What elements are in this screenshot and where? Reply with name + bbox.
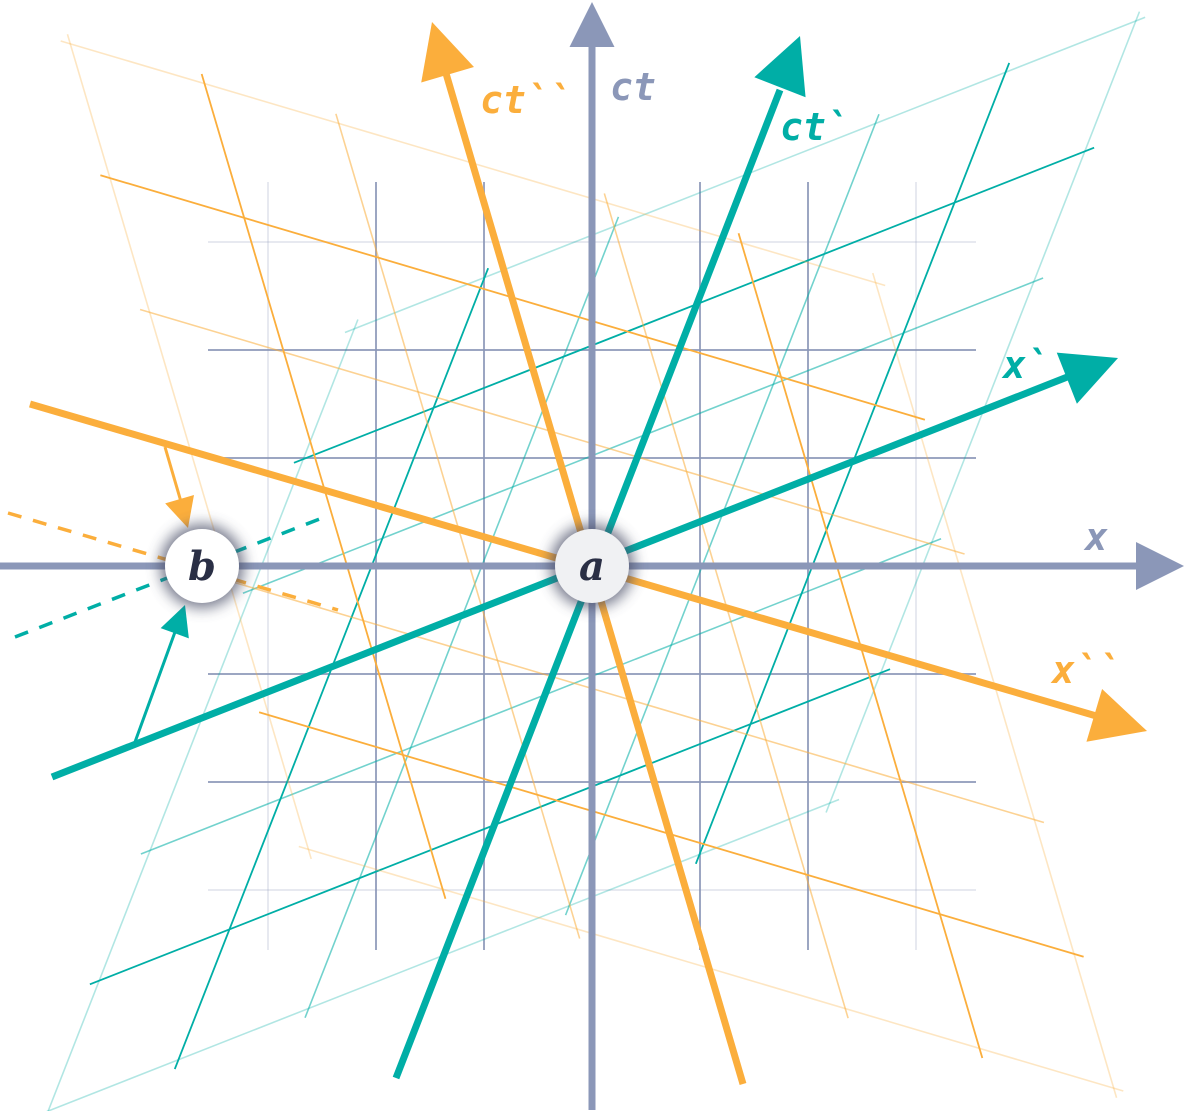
teal-projection-arrowhead-icon <box>160 605 189 639</box>
teal-projection-arrow <box>133 631 177 743</box>
event-b-circle <box>165 529 239 603</box>
event-b-label: b <box>188 543 216 590</box>
x-double-prime-axis-arrowhead-icon <box>1086 688 1147 742</box>
ct-double-prime-axis-label: ct`` <box>480 78 572 122</box>
ct-prime-axis-arrowhead-icon <box>754 36 806 98</box>
orange-projection-arrowhead-icon <box>165 494 194 528</box>
x-double-prime-axis-label: x`` <box>1050 648 1121 692</box>
x-prime-axis-label: x` <box>1001 343 1049 387</box>
ct-axis-label: ct <box>610 65 656 109</box>
ct-axis-arrowhead-icon <box>569 2 615 47</box>
event-a: a <box>550 524 634 608</box>
teal-grid-line-space <box>46 798 840 1111</box>
x-axis-label: x <box>1083 515 1108 559</box>
event-b: b <box>160 524 244 608</box>
ct-double-prime-axis-arrowhead-icon <box>421 22 474 83</box>
event-a-label: a <box>579 543 605 590</box>
event-a-circle <box>555 529 629 603</box>
ct-prime-axis-label: ct` <box>780 105 849 149</box>
x-axis-arrowhead-icon <box>1136 542 1184 590</box>
x-prime-axis-arrowhead-icon <box>1056 352 1118 404</box>
orange-simultaneity-line-through-b <box>7 511 339 612</box>
orange-grid-line-time <box>66 33 312 860</box>
